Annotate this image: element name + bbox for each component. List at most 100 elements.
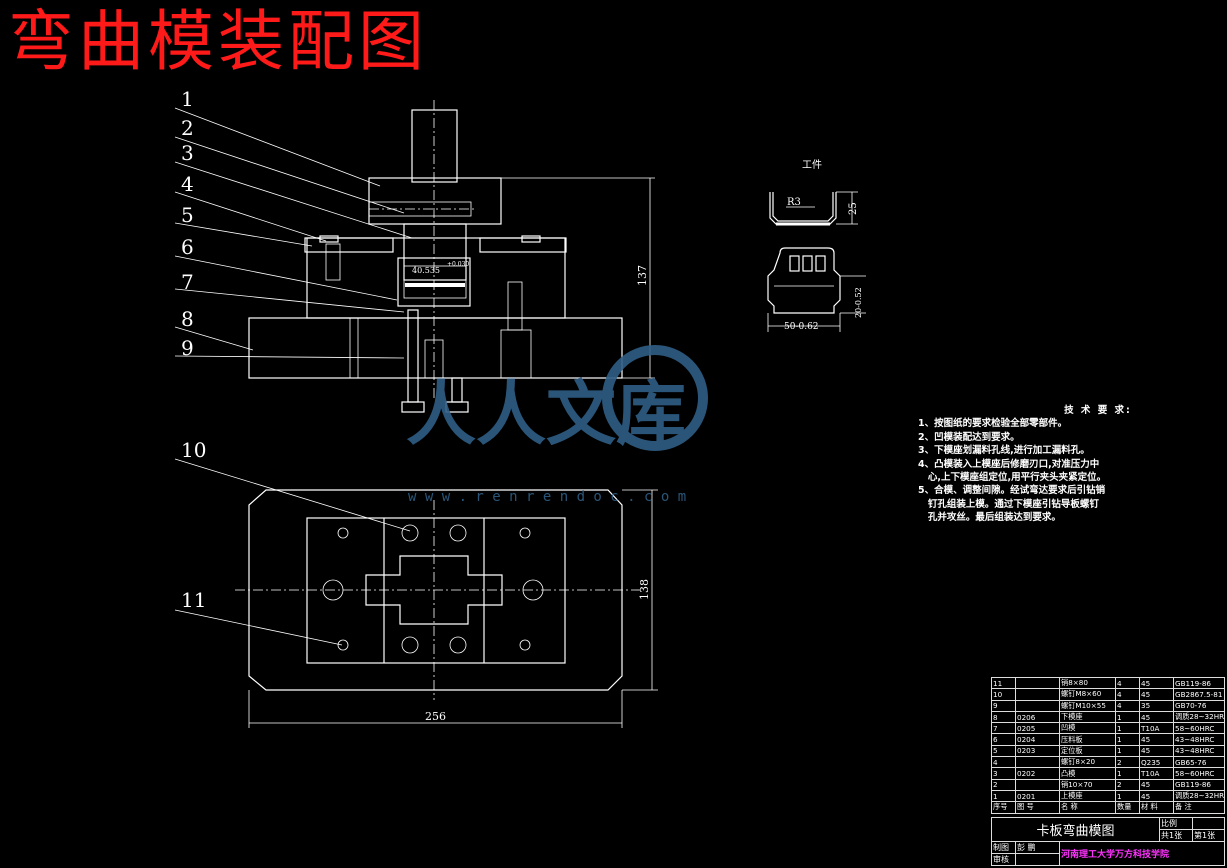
part-number-2: 2: [181, 116, 194, 140]
tech-item: 孔并攻丝。最后组装达到要求。: [918, 512, 1061, 524]
bom-header-row: 序号 图 号 名 称 数量 材 料 备 注: [991, 801, 1225, 814]
bom-cell: GB119-86: [1173, 676, 1225, 690]
tech-item: 1、按图纸的要求检验全部零部件。: [918, 418, 1068, 430]
bom-cell: GB65-76: [1173, 756, 1225, 769]
bom-cell: 定位板: [1059, 744, 1116, 758]
bom-cell: 2: [1115, 756, 1140, 769]
bom-cell: [1015, 699, 1060, 712]
top-plan-view: 138 256: [235, 489, 658, 728]
drawing-title: 弯曲模装配图: [8, 3, 428, 80]
technical-requirements: 技 术 要 求: 1、按图纸的要求检验全部零部件。 2、凹模装配达到要求。 3、…: [918, 404, 1218, 525]
bom-cell: 8: [991, 710, 1016, 724]
sheet-number: 第1张: [1192, 829, 1226, 842]
drawn-by: 彭 鹏: [1015, 841, 1060, 854]
drawn-by-label: 制图: [991, 841, 1016, 854]
tech-heading: 技 术 要 求:: [1064, 405, 1132, 416]
bom-cell: [1015, 688, 1060, 701]
scale-label: 比例: [1159, 817, 1194, 830]
bom-cell: T10A: [1139, 767, 1174, 780]
bom-cell: 45: [1139, 676, 1174, 690]
punch: [403, 223, 467, 281]
bom-cell: 上模座: [1059, 789, 1116, 803]
workpiece-height-dim: 25: [848, 202, 859, 215]
part-number-5: 5: [181, 203, 194, 227]
upper-die-plate: [368, 177, 502, 225]
tech-item: 4、凸模装入上模座后修磨刃口,对准压力中: [918, 458, 1100, 470]
front-section-view: 1 2 3 4 5 6 7 8 9 10 11 137 40.535 +0.03…: [174, 87, 655, 646]
bom-cell: 6: [991, 733, 1016, 746]
bom-cell: 0203: [1015, 744, 1060, 758]
watermark-url: w w w . r e n r e n d o c . c o m: [408, 489, 686, 505]
dim-137: 137: [636, 265, 649, 286]
bom-cell: 0205: [1015, 722, 1060, 735]
part-number-4: 4: [181, 172, 194, 196]
watermark: 人人文库 w w w . r e n r e n d o c . c o m: [406, 345, 708, 505]
bom-cell: 0202: [1015, 767, 1060, 780]
bom-cell: Q235: [1139, 756, 1174, 769]
bom-cell: 螺钉M8×60: [1059, 688, 1116, 701]
workpiece-width-dim: 50-0.62: [784, 322, 819, 332]
bom-header-cell: 名 称: [1059, 801, 1116, 814]
dim-256: 256: [425, 710, 446, 723]
bom-cell: 下模座: [1059, 710, 1116, 724]
watermark-brand: 人人文库: [406, 373, 686, 455]
bom-cell: 45: [1139, 778, 1174, 791]
bom-header-cell: 材 料: [1139, 801, 1174, 814]
part-number-9: 9: [181, 336, 194, 360]
bom-cell: 调质28~32HRC: [1173, 789, 1225, 803]
lower-die-base: [248, 317, 623, 379]
part-number-8: 8: [181, 307, 194, 331]
tech-item: 钉孔组装上模。通过下模座引钻导板螺钉: [918, 498, 1099, 510]
bom-cell: 4: [1115, 688, 1140, 701]
sheet-total: 共1张: [1159, 829, 1194, 842]
bom-header-cell: 图 号: [1015, 801, 1060, 814]
bom-cell: GB119-86: [1173, 778, 1225, 791]
bom-cell: 1: [1115, 744, 1140, 758]
title-block: 卡板弯曲模图 比例 共1张 第1张 制图 彭 鹏 河南理工大学万方科技学院 审核: [990, 817, 1226, 866]
bom-cell: 1: [1115, 722, 1140, 735]
bom-cell: 凸模: [1059, 767, 1116, 780]
bom-cell: 0206: [1015, 710, 1060, 724]
bom-cell: 45: [1139, 688, 1174, 701]
bom-cell: 43~48HRC: [1173, 744, 1225, 758]
part-number-10: 10: [181, 438, 206, 462]
bom-cell: 1: [1115, 789, 1140, 803]
tech-item: 心,上下模座组定位,用平行夹头夹紧定位。: [918, 472, 1107, 484]
bom-cell: 1: [1115, 733, 1140, 746]
bom-cell: 螺钉M10×55: [1059, 699, 1116, 712]
bom-cell: 压料板: [1059, 733, 1116, 746]
tech-item: 2、凹模装配达到要求。: [918, 431, 1020, 443]
dim-gap-a: 40.535: [412, 266, 440, 275]
drawing-name: 卡板弯曲模图: [990, 817, 1161, 842]
bom-cell: 5: [991, 744, 1016, 758]
bom-cell: 4: [991, 756, 1016, 769]
bom-cell: 3: [991, 767, 1016, 780]
bom-header-cell: 备 注: [1173, 801, 1225, 814]
shank: [411, 109, 458, 183]
tech-item: 5、合模、调整间隙。经试弯达要求后引钻销: [918, 485, 1106, 497]
bom-cell: 0201: [1015, 789, 1060, 803]
part-number-3: 3: [181, 141, 194, 165]
part-number-11: 11: [181, 588, 206, 612]
bom-cell: 9: [991, 699, 1016, 712]
bom-cell: 凹模: [1059, 722, 1116, 735]
bom-cell: 58~60HRC: [1173, 767, 1225, 780]
bom-cell: 4: [1115, 676, 1140, 690]
bom-cell: 58~60HRC: [1173, 722, 1225, 735]
bom-cell: 4: [1115, 699, 1140, 712]
bom-cell: 2: [1115, 778, 1140, 791]
bom-cell: 7: [991, 722, 1016, 735]
bom-cell: [1015, 756, 1060, 769]
bom-cell: 43~48HRC: [1173, 733, 1225, 746]
bom-cell: 10: [991, 688, 1016, 701]
workpiece-radius: R3: [787, 197, 801, 208]
